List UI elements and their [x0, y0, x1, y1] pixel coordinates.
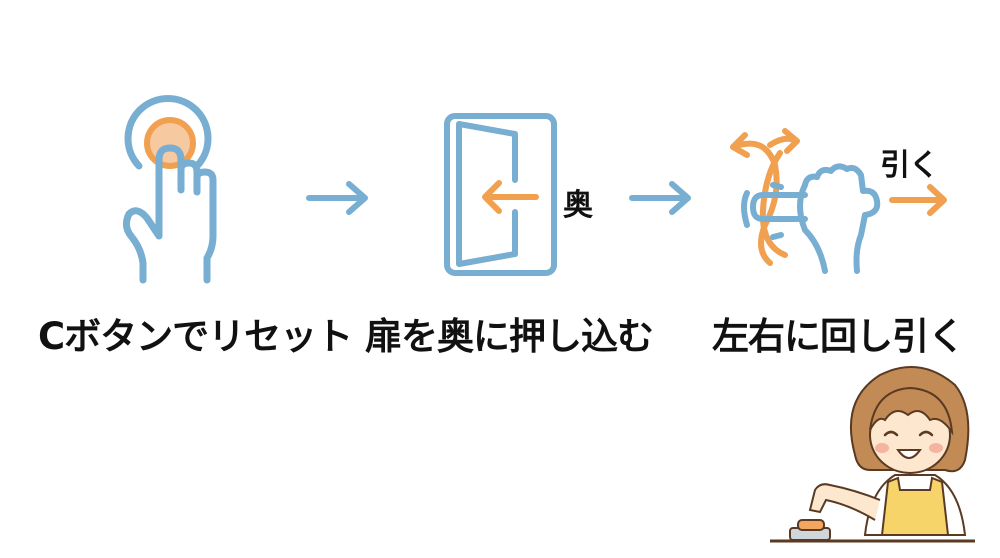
- step-2-icon: [443, 112, 558, 277]
- step-3-label: 左右に回し引く: [712, 315, 965, 358]
- step-3-icon: [725, 125, 885, 275]
- woman-pressing-button-illustration: [770, 360, 1000, 558]
- twist-pull-handle-icon: [730, 128, 881, 274]
- pull-arrow-icon: [888, 182, 950, 218]
- step-1-label: Cボタンでリセット: [38, 315, 353, 358]
- arrow-right-icon: [305, 180, 371, 216]
- pull-direction-annotation: 引く: [880, 148, 939, 183]
- step-1-icon: [122, 94, 225, 284]
- finger-press-button-icon: [122, 94, 217, 284]
- door-push-icon: [444, 113, 557, 276]
- push-direction-annotation: 奥: [563, 188, 593, 223]
- step-2-label: 扉を奥に押し込む: [365, 315, 654, 358]
- arrow-right-icon: [628, 180, 694, 216]
